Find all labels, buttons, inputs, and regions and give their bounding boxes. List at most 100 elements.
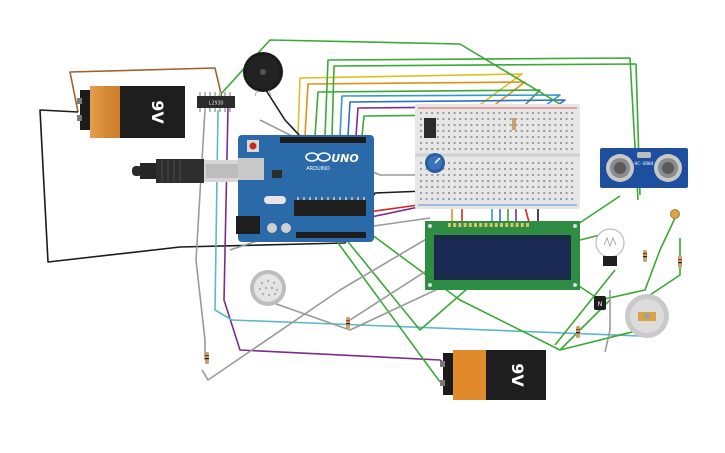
breadboard-hole	[532, 192, 534, 194]
breadboard-hole	[560, 112, 562, 114]
lcd-pin	[448, 223, 451, 227]
breadboard-hole	[571, 198, 574, 200]
breadboard-hole	[548, 180, 551, 182]
breadboard-hole	[487, 130, 490, 132]
breadboard-hole	[481, 186, 484, 188]
breadboard-hole	[453, 162, 456, 164]
breadboard-hole	[448, 180, 450, 182]
breadboard-hole	[464, 142, 467, 144]
breadboard-hole	[448, 124, 450, 126]
breadboard-hole	[504, 118, 506, 120]
breadboard-hole	[492, 136, 495, 138]
breadboard-hole	[515, 148, 518, 150]
breadboard-hole	[487, 112, 490, 114]
breadboard-hole	[543, 198, 546, 200]
breadboard-hole	[532, 112, 534, 114]
breadboard-hole	[515, 168, 518, 170]
breadboard-hole	[498, 130, 501, 132]
power-plug[interactable]	[132, 159, 242, 183]
breadboard-hole	[509, 180, 512, 182]
resistors	[205, 250, 682, 364]
breadboard-hole	[425, 192, 428, 194]
breadboard-hole	[532, 148, 534, 150]
breadboard-hole	[492, 162, 495, 164]
breadboard-hole	[459, 186, 462, 188]
resistor-4[interactable]	[643, 250, 647, 262]
breadboard-hole	[565, 136, 568, 138]
dc-motor[interactable]	[625, 294, 669, 338]
breadboard-hole	[459, 168, 462, 170]
breadboard-hole	[498, 162, 501, 164]
breadboard-hole	[431, 112, 434, 114]
wire-gray-b	[201, 224, 451, 381]
breadboard-hole	[520, 130, 523, 132]
breadboard-hole	[543, 142, 546, 144]
lcd-pin	[500, 223, 503, 227]
breadboard-hole	[537, 168, 540, 170]
breadboard-hole	[509, 130, 512, 132]
lcd-pin	[520, 223, 524, 227]
breadboard-hole	[565, 186, 568, 188]
breadboard-hole	[459, 142, 462, 144]
breadboard-hole	[470, 162, 473, 164]
breadboard[interactable]	[415, 104, 580, 209]
breadboard-hole	[470, 118, 473, 120]
resistor-5[interactable]	[678, 256, 682, 268]
breadboard-hole	[509, 142, 512, 144]
breadboard-hole	[459, 162, 462, 164]
breadboard-hole	[436, 148, 439, 150]
breadboard-hole	[442, 148, 445, 150]
resistor-1[interactable]	[205, 352, 209, 364]
breadboard-hole	[492, 198, 495, 200]
breadboard-hole	[425, 112, 428, 114]
breadboard-hole	[520, 174, 523, 176]
breadboard-hole	[560, 168, 562, 170]
breadboard-hole	[509, 136, 512, 138]
breadboard-hole	[420, 192, 422, 194]
breadboard-hole	[526, 162, 529, 164]
wire-gray-a	[195, 109, 206, 360]
breadboard-hole	[504, 112, 506, 114]
breadboard-hole	[453, 112, 456, 114]
breadboard-hole	[509, 174, 512, 176]
breadboard-hole	[464, 168, 467, 170]
resistor-3[interactable]	[576, 326, 580, 338]
photoresistor[interactable]	[670, 209, 680, 219]
breadboard-hole	[464, 130, 467, 132]
breadboard-hole	[436, 136, 439, 138]
light-bulb[interactable]	[595, 228, 625, 266]
breadboard-hole	[537, 148, 540, 150]
breadboard-hole	[470, 112, 473, 114]
breadboard-hole	[543, 168, 546, 170]
breadboard-hole	[470, 136, 473, 138]
breadboard-hole	[470, 168, 473, 170]
breadboard-hole	[442, 118, 445, 120]
resistor-2[interactable]	[346, 317, 350, 329]
breadboard-hole	[520, 198, 523, 200]
piezo-buzzer[interactable]	[243, 52, 283, 97]
breadboard-hole	[537, 198, 540, 200]
arduino-logo-icon	[305, 152, 331, 162]
lcd-display[interactable]	[425, 221, 580, 290]
breadboard-hole	[532, 198, 534, 200]
arduino-uno-board[interactable]: ARDUINO UNO	[236, 135, 374, 242]
gas-sensor[interactable]	[250, 270, 286, 306]
transistor[interactable]: N	[594, 296, 606, 310]
breadboard-hole	[571, 124, 574, 126]
breadboard-hole	[487, 192, 490, 194]
motor-driver-chip[interactable]: L293D	[197, 92, 235, 112]
breadboard-hole	[509, 162, 512, 164]
wire-gray-f	[604, 290, 611, 353]
breadboard-hole	[509, 112, 512, 114]
breadboard-hole	[464, 112, 467, 114]
breadboard-hole	[470, 174, 473, 176]
battery-9v-top[interactable]: 9V	[77, 86, 185, 138]
ultrasonic-sensor[interactable]: HC-SR04	[600, 148, 688, 188]
breadboard-hole	[520, 162, 523, 164]
breadboard-hole	[436, 130, 439, 132]
breadboard-hole	[498, 112, 501, 114]
breadboard-hole	[470, 142, 473, 144]
battery-9v-bottom[interactable]: 9V	[440, 350, 546, 400]
breadboard-hole	[509, 148, 512, 150]
